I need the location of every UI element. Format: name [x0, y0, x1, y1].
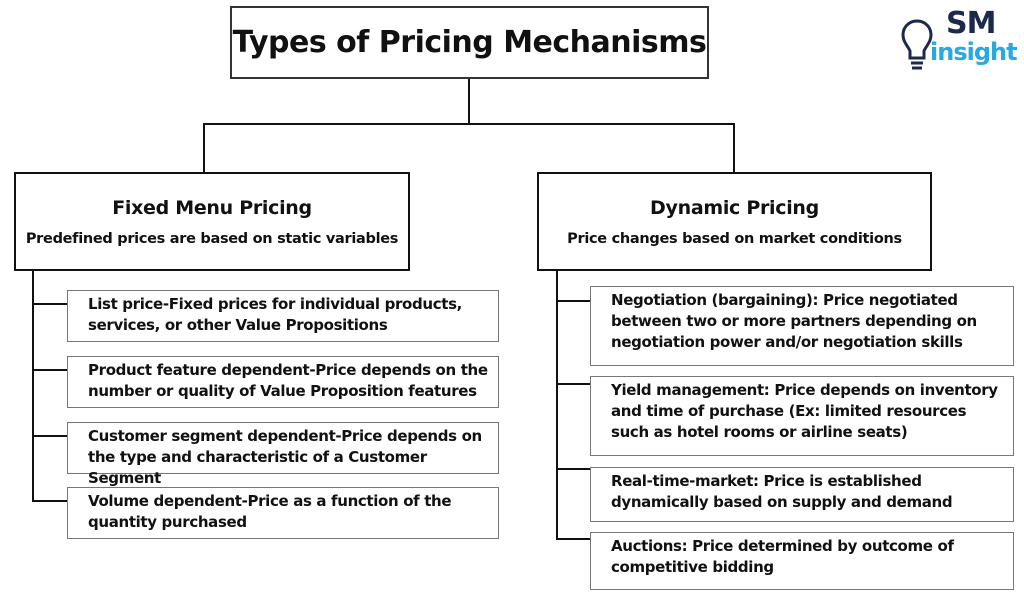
fixed-menu-pricing-description: Predefined prices are based on static va…: [25, 230, 399, 247]
diagram-title-box: Types of Pricing Mechanisms: [230, 6, 709, 79]
dynamic-pricing-title: Dynamic Pricing: [650, 196, 819, 219]
fixed-item-list-price: List price-Fixed prices for individual p…: [67, 290, 499, 342]
fixed-item-text: Customer segment dependent-Price depends…: [88, 427, 482, 487]
dynamic-item-yield-management: Yield management: Price depends on inven…: [590, 376, 1014, 456]
dynamic-item-text: Auctions: Price determined by outcome of…: [611, 537, 954, 576]
fixed-tree-branch-line: [32, 303, 68, 305]
dynamic-tree-branch-line: [556, 383, 591, 385]
dynamic-tree-branch-line: [556, 538, 591, 540]
dynamic-item-real-time-market: Real-time-market: Price is established d…: [590, 467, 1014, 522]
dynamic-tree-branch-line: [556, 468, 591, 470]
dynamic-item-negotiation: Negotiation (bargaining): Price negotiat…: [590, 286, 1014, 366]
fixed-tree-trunk-line: [32, 270, 34, 502]
fixed-item-text: List price-Fixed prices for individual p…: [88, 295, 462, 334]
branch-left-drop-line: [203, 123, 205, 173]
fixed-tree-branch-line: [32, 435, 68, 437]
lightbulb-icon: [901, 19, 933, 70]
fixed-item-text: Product feature dependent-Price depends …: [88, 361, 488, 400]
dynamic-tree-trunk-line: [556, 270, 558, 540]
fixed-item-customer-segment: Customer segment dependent-Price depends…: [67, 422, 499, 487]
fixed-tree-branch-line: [32, 500, 68, 502]
dynamic-pricing-description: Price changes based on market conditions: [567, 230, 902, 247]
branch-horizontal-line: [203, 123, 734, 125]
diagram-title: Types of Pricing Mechanisms: [232, 25, 707, 60]
dynamic-pricing-box: Dynamic Pricing Price changes based on m…: [537, 172, 932, 271]
fixed-menu-pricing-box: Fixed Menu Pricing Predefined prices are…: [14, 172, 410, 271]
fixed-item-text: Volume dependent-Price as a function of …: [88, 492, 452, 531]
dynamic-item-text: Negotiation (bargaining): Price negotiat…: [611, 291, 977, 351]
title-stem-line: [468, 79, 470, 124]
branch-right-drop-line: [733, 123, 735, 173]
logo-text-insight: insight: [930, 38, 1018, 66]
dynamic-item-text: Real-time-market: Price is established d…: [611, 472, 953, 511]
sm-insight-logo: SM insight: [900, 6, 1018, 76]
dynamic-tree-branch-line: [556, 300, 591, 302]
fixed-tree-branch-line: [32, 369, 68, 371]
dynamic-item-text: Yield management: Price depends on inven…: [611, 381, 998, 441]
logo-text-sm: SM: [946, 6, 996, 41]
fixed-menu-pricing-title: Fixed Menu Pricing: [112, 196, 312, 219]
dynamic-item-auctions: Auctions: Price determined by outcome of…: [590, 532, 1014, 590]
fixed-item-volume: Volume dependent-Price as a function of …: [67, 487, 499, 539]
fixed-item-product-feature: Product feature dependent-Price depends …: [67, 356, 499, 408]
